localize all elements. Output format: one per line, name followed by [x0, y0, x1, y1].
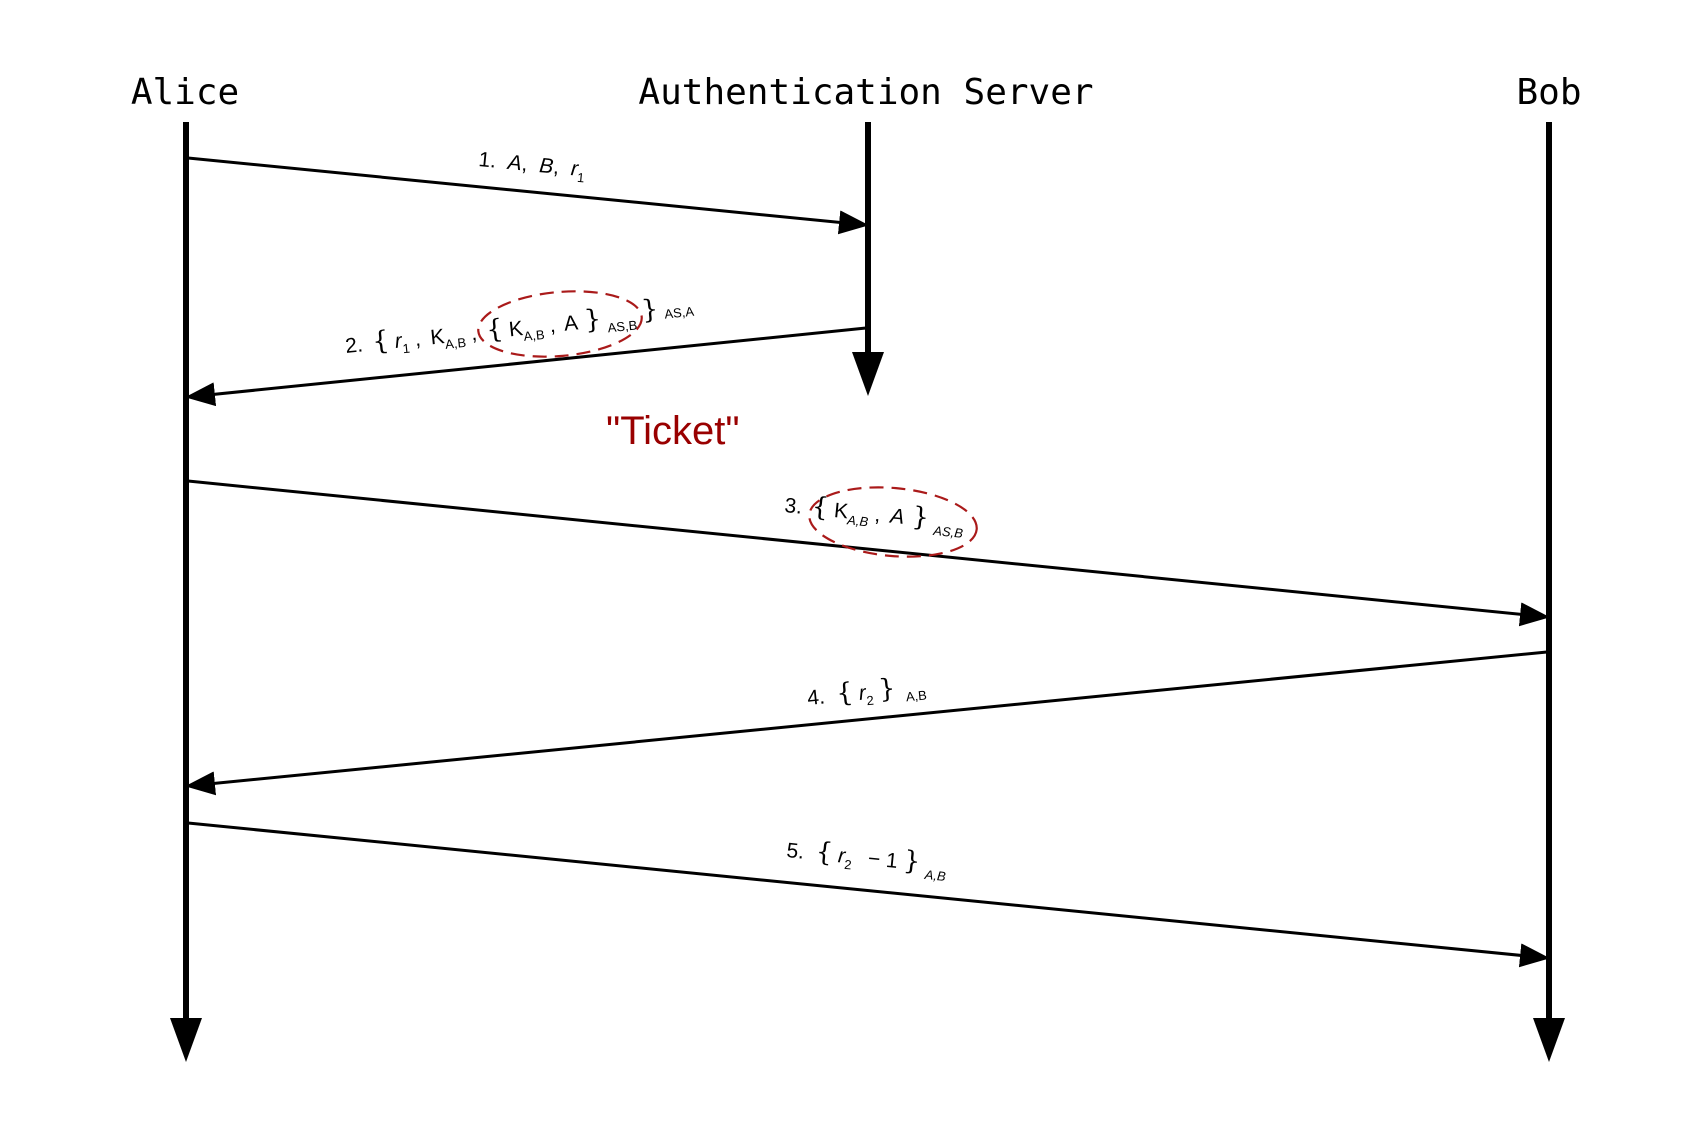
svg-text:5. { r2 − 1: 5. { r2 − 1 } A,B — [785, 834, 949, 884]
message-4-arrow — [185, 650, 1548, 796]
message-2-arrow — [185, 326, 867, 407]
svg-text:2. { r1 ,: 2. { r1 , KA,B , { KA,B , A } AS,B } AS,… — [343, 291, 696, 364]
message-2-label: 2. { r1 , KA,B , { KA,B , A } AS,B } AS,… — [343, 291, 696, 364]
message-3-label: 3. { KA,B , A } AS,B — [783, 489, 966, 541]
svg-text:3. { KA,B ,: 3. { KA,B , A } AS,B — [783, 489, 966, 541]
ticket-ellipse-message-3 — [808, 486, 978, 558]
message-3-arrow — [187, 479, 1550, 627]
actor-alice-label: Alice — [131, 72, 239, 113]
ticket-label: "Ticket" — [606, 409, 740, 453]
message-1-arrow — [187, 156, 869, 235]
svg-text:1. A, B, r1: 1. A, B, r1 — [477, 148, 586, 185]
message-4-label: 4. { r2 } A,B — [806, 670, 928, 715]
actor-server-label: Authentication Server — [638, 72, 1093, 113]
server-lifeline-arrow-head — [852, 352, 884, 396]
bob-lifeline-arrow-head — [1533, 1018, 1565, 1062]
actor-bob-label: Bob — [1516, 72, 1581, 113]
svg-text:4. { r2 }: 4. { r2 } A,B — [806, 670, 928, 715]
message-5-arrow — [187, 821, 1550, 968]
alice-lifeline-arrow-head — [170, 1018, 202, 1062]
message-1-label: 1. A, B, r1 — [477, 148, 586, 185]
ticket-ellipse-message-2 — [477, 290, 643, 358]
message-5-label: 5. { r2 − 1 } A,B — [785, 834, 949, 884]
